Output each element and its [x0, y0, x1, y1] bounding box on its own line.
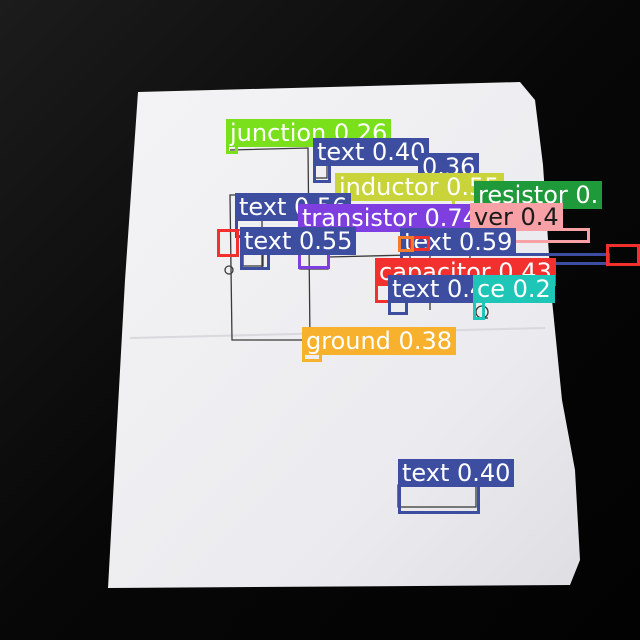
detection-box-text: text 0.40 [398, 459, 515, 514]
detection-label: ce 0.2 [473, 275, 555, 303]
detection-label: ver 0.4 [470, 203, 563, 231]
detection-box-text: text 0.40 [388, 275, 505, 315]
detection-box-unlabeled [606, 244, 640, 266]
detection-label: text 0.59 [400, 228, 517, 256]
detection-label: text 0.40 [313, 138, 430, 166]
detection-label: ground 0.38 [302, 327, 456, 355]
detection-box-junction: junction 0.26 [226, 119, 392, 154]
detection-label: text 0.55 [240, 227, 357, 255]
detection-label: text 0.40 [398, 459, 515, 487]
detection-box-text: text 0.59 [400, 228, 610, 265]
detection-box-unlabeled [217, 229, 239, 257]
detection-box-unlabeled [398, 236, 414, 252]
detection-box-text: text 0.40 [313, 138, 430, 183]
detection-box-text: text 0.55 [240, 227, 357, 270]
detection-label: junction 0.26 [226, 119, 392, 147]
detection-box-driver: ver 0.4 [470, 203, 590, 243]
detection-box-source: ce 0.2 [473, 275, 555, 320]
detection-box-ground: ground 0.38 [302, 327, 456, 362]
